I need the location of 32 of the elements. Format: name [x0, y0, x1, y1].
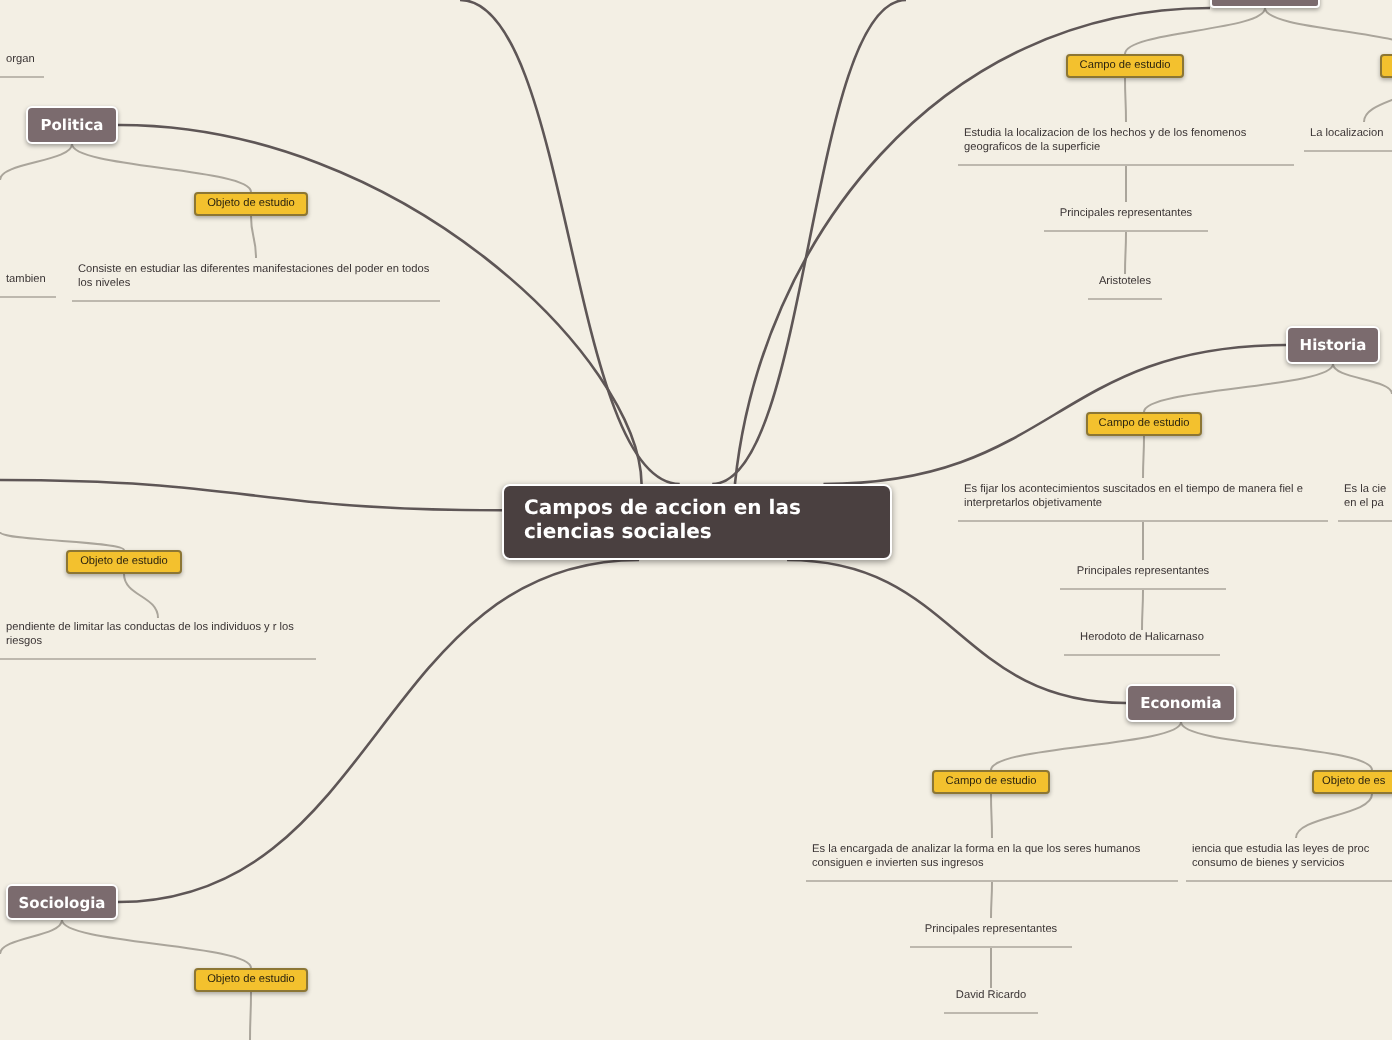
connector-line: [990, 947, 992, 989]
connector-line: [71, 143, 252, 193]
connector-line: [1124, 77, 1127, 123]
connector-line: [711, 0, 907, 486]
connector-line: [0, 478, 502, 512]
connector-line: [823, 343, 1287, 486]
connector-line: [1142, 435, 1145, 479]
central-topic-box: Campos de accion en las ciencias sociales: [502, 484, 892, 560]
connector-line: [1180, 721, 1373, 771]
connector-line: [117, 558, 640, 904]
connector-line: [1141, 589, 1144, 631]
connector-line: [990, 793, 993, 839]
connector-line: [1332, 363, 1392, 395]
connector-line: [61, 919, 252, 969]
connector-line: [123, 573, 159, 619]
connector-line: [1124, 7, 1266, 55]
connector-line: [990, 721, 1182, 771]
connector-line: [1125, 165, 1127, 203]
connector-line: [1143, 363, 1334, 413]
connector-line: [0, 919, 63, 955]
connector-line: [1142, 521, 1144, 561]
connector-line: [733, 6, 1211, 485]
connector-line: [1295, 793, 1373, 839]
connector-line: [250, 215, 257, 259]
connector-line: [459, 0, 681, 486]
connector-line: [0, 531, 125, 551]
connector-line: [786, 558, 1127, 705]
connector-line: [990, 881, 993, 919]
connector-line: [117, 123, 643, 485]
connector-line: [0, 143, 73, 181]
connector-line: [1124, 231, 1127, 275]
connector-line: [249, 991, 252, 1040]
